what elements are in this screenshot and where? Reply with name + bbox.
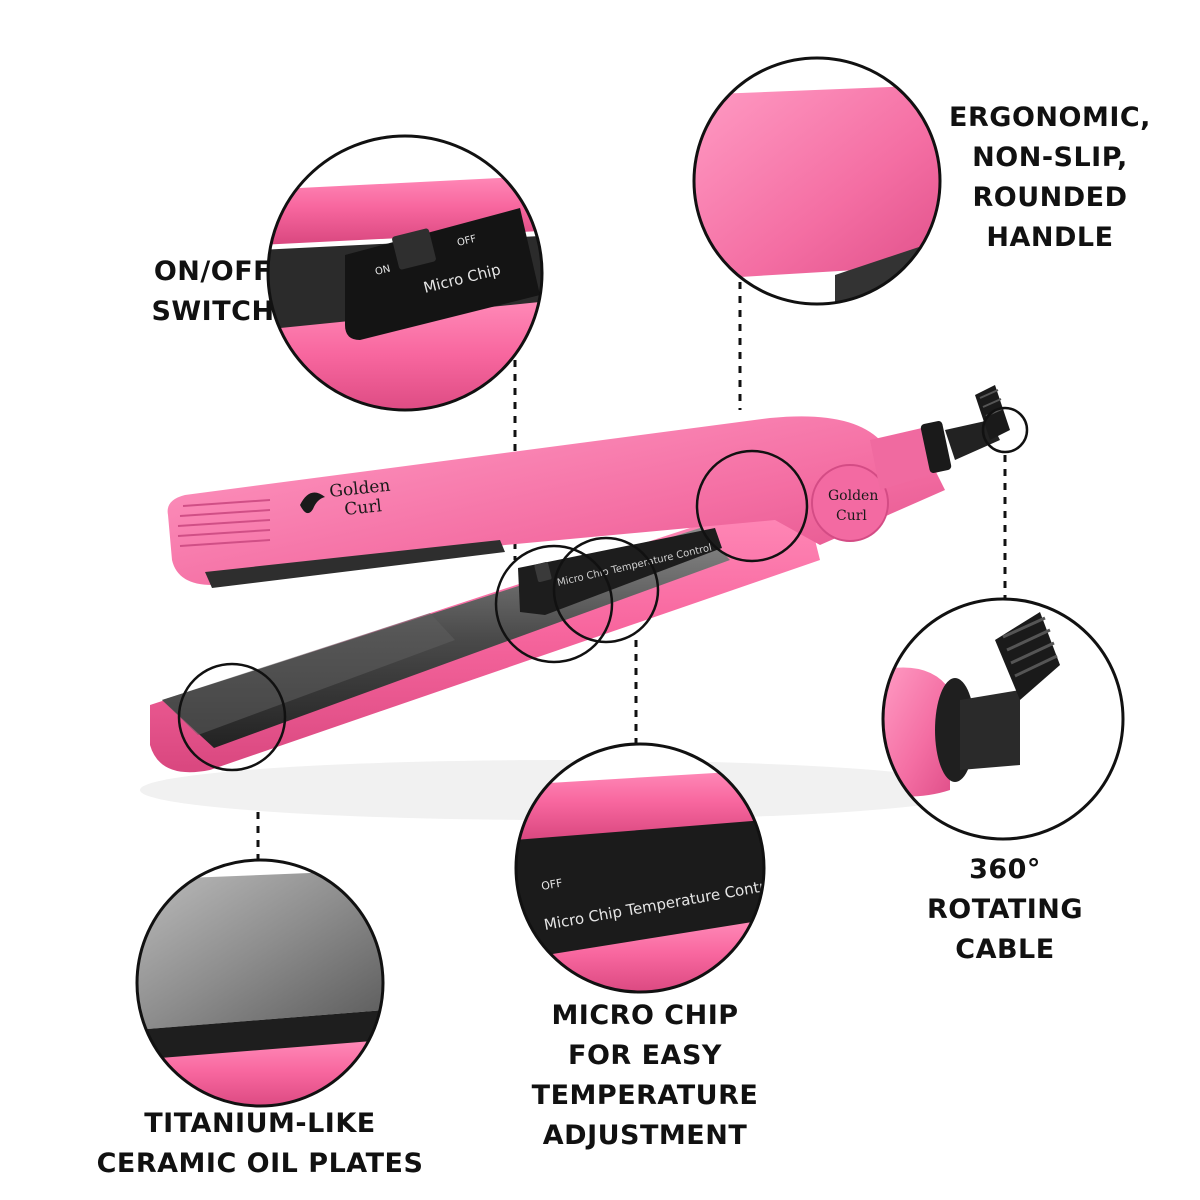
caption-cable: 360° ROTATING CABLE [926,854,1084,965]
grip-ridges [177,499,271,547]
zoom-chip: OFF Micro Chip Temperature Control [514,742,766,994]
logo-mark-icon [300,492,325,514]
switch-on-label: ON [374,264,392,278]
zoom-plates [135,858,385,1108]
chip-off-label: OFF [540,876,563,893]
hinge-logo-bottom: Curl [836,508,867,524]
brand-logo: Golden Curl [300,476,391,520]
zoom-handle [692,56,942,306]
caption-switch: ON/OFF SWITCH [151,256,275,327]
swivel-ring [920,421,952,473]
highlight-circles [177,406,1029,772]
caption-chip: MICRO CHIP FOR EASY TEMPERATURE ADJUSTME… [531,1000,759,1151]
caption-plates: TITANIUM-LIKE CERAMIC OIL PLATES [96,1108,424,1179]
caption-handle: ERGONOMIC, NON-SLIP, ROUNDED HANDLE [949,102,1151,253]
zoom-cable [881,597,1125,841]
svg-text:Curl: Curl [343,496,382,520]
hinge-logo-top: Golden [828,488,878,504]
zoom-switch: ON OFF Micro Chip [266,134,544,412]
flat-iron: Micro Chip Temperature Control Golden Cu… [140,385,1029,820]
switch-off-label: OFF [456,233,478,248]
switch-housing [345,208,540,340]
hinge [811,464,889,542]
switch-slider [392,228,436,270]
upper-arm [167,416,945,586]
